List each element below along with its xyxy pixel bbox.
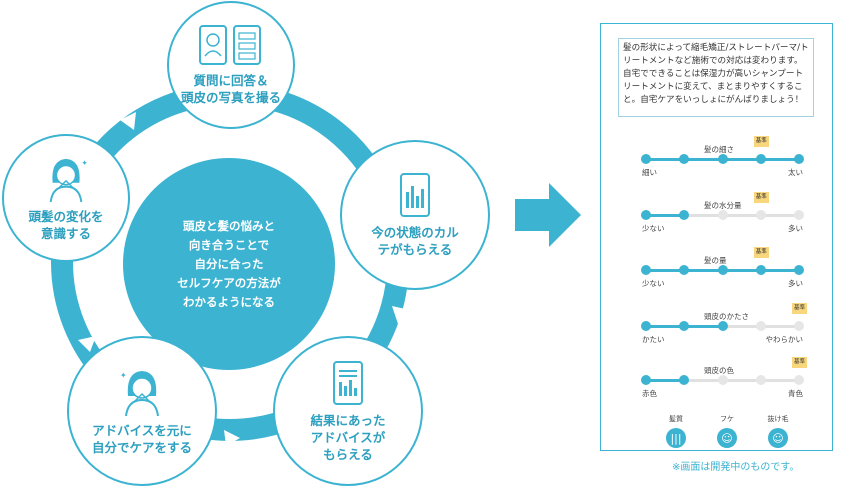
category-hair[interactable]: 髪質 |||: [656, 414, 696, 448]
gauge-dot: [641, 375, 651, 385]
disclaimer: ※画面は開発中のものです。: [672, 462, 800, 473]
gauge-dot: [755, 321, 766, 331]
reference-badge: 基準: [792, 357, 807, 368]
center-line: セルフケアの方法が: [177, 275, 281, 290]
gauge-dot: [717, 210, 728, 220]
gauge-dot: [641, 265, 651, 275]
smile-icon: ☺: [768, 428, 788, 448]
step-label: 質問に回答＆: [193, 73, 269, 88]
gauge-max-label: 多い: [788, 279, 803, 288]
hair-icon: |||: [666, 428, 686, 448]
step-node-top: 質問に回答＆ 頭皮の写真を撮る: [167, 1, 295, 129]
gauge-dot: [679, 265, 690, 275]
step-label: アドバイスを元に: [92, 423, 192, 438]
reference-badge: 基準: [753, 192, 769, 203]
person-icon: ✦: [49, 159, 88, 202]
reference-badge: 基準: [753, 247, 769, 258]
gauge-dot: [679, 210, 690, 220]
gauge-min-label: 赤色: [642, 389, 657, 398]
arrow-right-icon: [515, 183, 581, 247]
step-label: 頭髪の変化を: [28, 209, 104, 224]
category-label: 抜け毛: [767, 415, 789, 423]
gauge-max-label: 太い: [788, 168, 803, 177]
gauge-max-label: 青色: [788, 389, 803, 398]
gauge-dot: [679, 321, 690, 331]
step-label: 意識する: [40, 226, 91, 241]
gauge-dot: [641, 210, 651, 220]
gauge-max-label: やわらかい: [765, 335, 804, 344]
step-node-bottom-right: 結果にあった アドバイスが もらえる: [273, 336, 423, 486]
gauge-dot: [755, 154, 766, 164]
document-phone-icon: [333, 360, 363, 405]
gauge-dot: [794, 154, 804, 164]
advice-note: 髪の形状によって縮毛矯正/ストレートパーマ/トリートメントなど施術での対応は変わ…: [618, 38, 814, 117]
gauge-fill: [646, 214, 685, 217]
gauge-min-label: 少ない: [642, 224, 665, 233]
gauge-dot: [641, 321, 651, 331]
step-label: 自分でケアをする: [91, 440, 192, 455]
gauge-dot: [755, 375, 766, 385]
category-hair-loss[interactable]: 抜け毛 ☺: [758, 414, 798, 448]
gauge-dot: [717, 375, 728, 385]
step-node-left: ✦ 頭髪の変化を 意識する: [2, 134, 130, 262]
step-node-bottom-left: ✦ アドバイスを元に 自分でケアをする: [67, 336, 217, 486]
gauge-dot: [794, 321, 804, 331]
step-label: アドバイスが: [310, 429, 386, 445]
center-line: 向き合うことで: [188, 237, 270, 252]
phone-icon: [199, 25, 261, 65]
chart-phone-icon: [400, 173, 430, 217]
category-dandruff[interactable]: フケ ☺: [707, 414, 747, 448]
gauge-dot: [717, 321, 728, 331]
center-line: 自分に合った: [194, 256, 264, 271]
step-label: テがもらえる: [377, 242, 453, 257]
gauge-dot: [755, 265, 766, 275]
svg-text:✦: ✦: [81, 159, 88, 168]
gauge-dot: [717, 265, 728, 275]
gauge-dot: [794, 265, 804, 275]
gauge-min-label: 少ない: [642, 279, 665, 288]
step-label: もらえる: [323, 446, 373, 462]
gauge-fill: [646, 379, 685, 382]
gauge-title: 頭皮の色: [704, 366, 734, 375]
gauge-title: 髪の水分量: [704, 201, 742, 210]
step-label: 頭皮の写真を撮る: [180, 90, 281, 105]
gauge-dot: [717, 154, 728, 164]
gauge-dot: [794, 375, 804, 385]
gauge-min-label: 細い: [642, 168, 657, 177]
step-label: 今の状態のカル: [371, 225, 459, 240]
center-line: 頭皮と髪の悩みと: [183, 218, 275, 233]
gauge-min-label: かたい: [642, 335, 665, 344]
result-panel: 髪の形状によって縮毛矯正/ストレートパーマ/トリートメントなど施術での対応は変わ…: [600, 23, 833, 451]
reference-badge: 基準: [792, 303, 807, 314]
gauge-dot: [794, 210, 804, 220]
person-icon: ✦: [120, 371, 159, 416]
gauge-max-label: 多い: [788, 224, 803, 233]
category-label: フケ: [720, 415, 734, 423]
step-label: 結果にあった: [310, 412, 386, 428]
smile-icon: ☺: [717, 428, 737, 448]
gauge-title: 頭皮のかたさ: [704, 312, 749, 321]
center-line: わかるようになる: [183, 294, 275, 309]
reference-badge: 基準: [753, 136, 769, 147]
center-circle: 頭皮と髪の悩みと 向き合うことで 自分に合った セルフケアの方法が わかるように…: [123, 158, 335, 370]
svg-text:✦: ✦: [120, 371, 127, 380]
step-node-right: 今の状態のカル テがもらえる: [340, 140, 490, 290]
gauge-dot: [679, 375, 690, 385]
gauge-title: 髪の量: [704, 256, 727, 265]
gauge-dot: [679, 154, 690, 164]
gauge-dot: [755, 210, 766, 220]
gauge-title: 髪の細さ: [704, 145, 734, 154]
gauge-dot: [641, 154, 651, 164]
category-label: 髪質: [669, 415, 683, 423]
